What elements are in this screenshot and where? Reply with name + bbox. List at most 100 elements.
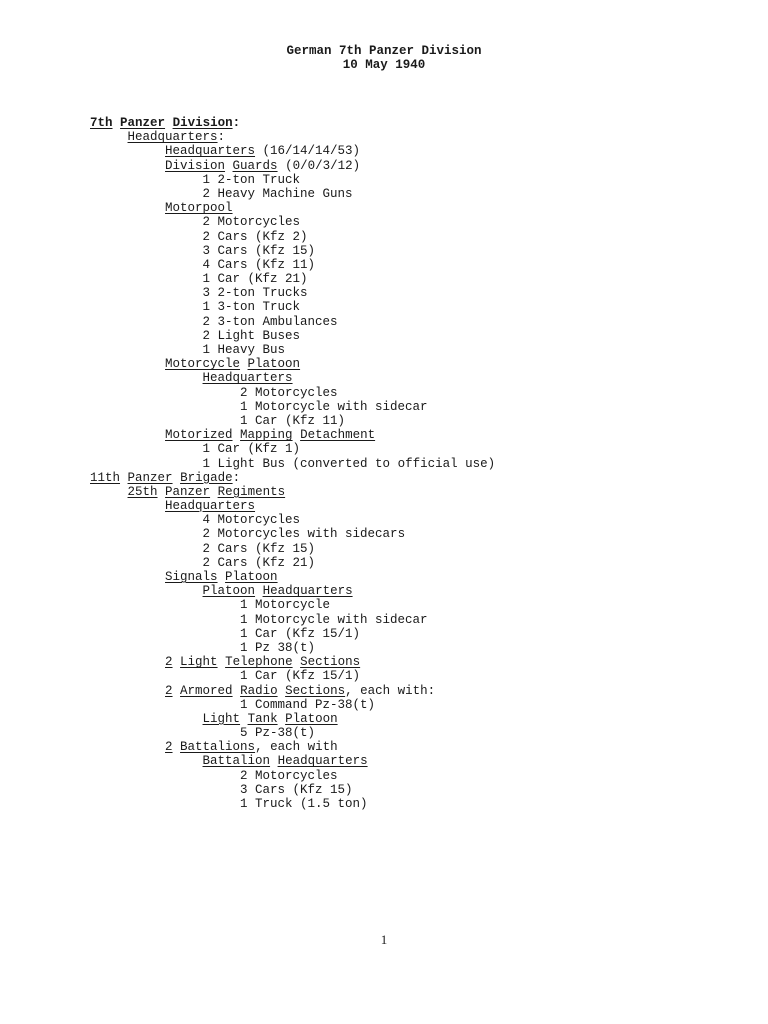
outline-line-level-3: 2 Cars (Kfz 15) [90, 542, 495, 556]
underlined-word: Light [180, 655, 218, 670]
document-title: German 7th Panzer Division [286, 44, 482, 58]
text-segment [225, 159, 233, 173]
text-segment: 3 2-ton Trucks [202, 286, 308, 301]
text-segment: (0/0/3/12) [277, 158, 361, 173]
text-segment [293, 428, 301, 442]
outline-line-level-2: Signals Platoon [90, 570, 495, 584]
text-segment: 2 Motorcycles [240, 385, 338, 400]
underlined-word: Motorcycle [165, 357, 241, 372]
outline-line-level-2: Motorpool [90, 201, 495, 215]
text-segment [293, 655, 301, 669]
outline-line-level-3: 3 2-ton Trucks [90, 286, 495, 300]
outline-line-level-4: 1 Command Pz-38(t) [90, 698, 495, 712]
outline-line-level-2: Headquarters (16/14/14/53) [90, 144, 495, 158]
underlined-word: Battalions [180, 740, 256, 755]
text-segment [165, 116, 173, 130]
underlined-word: Mapping [240, 428, 293, 443]
outline-line-level-4: 1 Motorcycle [90, 598, 495, 612]
outline-line-level-2: Division Guards (0/0/3/12) [90, 159, 495, 173]
text-segment: 2 Cars (Kfz 2) [202, 229, 308, 244]
outline-line-level-0: 11th Panzer Brigade: [90, 471, 495, 485]
outline-line-level-4: 2 Motorcycles [90, 386, 495, 400]
outline-line-level-3: 2 Heavy Machine Guns [90, 187, 495, 201]
text-segment: 2 Heavy Machine Guns [202, 186, 353, 201]
outline-line-level-3: 2 Cars (Kfz 2) [90, 230, 495, 244]
text-segment: 5 Pz-38(t) [240, 726, 316, 741]
underlined-word: Headquarters [277, 754, 368, 769]
text-segment: 1 Car (Kfz 15/1) [240, 669, 361, 684]
underlined-word: Division [165, 158, 226, 173]
text-segment [233, 428, 241, 442]
outline-line-level-3: Light Tank Platoon [90, 712, 495, 726]
underlined-word: 7th [90, 116, 113, 130]
text-segment [173, 684, 181, 698]
underlined-word: 11th [90, 470, 121, 485]
text-segment: 1 Truck (1.5 ton) [240, 797, 368, 811]
text-segment [218, 570, 226, 584]
text-segment: 1 Car (Kfz 15/1) [240, 626, 361, 641]
underlined-word: Headquarters [165, 144, 256, 159]
text-segment: 3 Cars (Kfz 15) [202, 243, 316, 258]
text-segment: 3 Cars (Kfz 15) [240, 782, 353, 797]
text-segment [240, 712, 248, 726]
text-segment: 2 Motorcycles with sidecars [202, 527, 406, 542]
underlined-word: Division [172, 116, 233, 130]
text-segment: 1 Pz 38(t) [240, 640, 316, 655]
text-segment [233, 684, 241, 698]
outline-line-level-4: 2 Motorcycles [90, 769, 495, 783]
text-segment: (16/14/14/53) [255, 144, 361, 159]
text-segment: 2 Motorcycles [202, 215, 301, 230]
text-segment: 1 Car (Kfz 1) [202, 442, 301, 457]
underlined-word: Radio [240, 683, 278, 698]
underlined-word: Panzer [127, 470, 173, 485]
text-segment: 4 Cars (Kfz 11) [202, 257, 316, 272]
outline-line-level-2: Motorized Mapping Detachment [90, 428, 495, 442]
text-segment: 2 Cars (Kfz 21) [202, 555, 316, 570]
outline-line-level-3: 1 Heavy Bus [90, 343, 495, 357]
page-number: 1 [380, 932, 388, 947]
outline-line-level-3: 1 Car (Kfz 21) [90, 272, 495, 286]
order-of-battle-outline: 7th Panzer Division: Headquarters: Headq… [90, 116, 495, 811]
text-segment [218, 655, 226, 669]
outline-line-level-4: 5 Pz-38(t) [90, 726, 495, 740]
text-segment [113, 116, 121, 130]
underlined-word: Headquarters [165, 499, 256, 514]
underlined-word: Sections [285, 683, 346, 698]
text-segment: 1 Motorcycle [240, 598, 331, 613]
outline-line-level-3: 3 Cars (Kfz 15) [90, 244, 495, 258]
underlined-word: Platoon [285, 711, 338, 726]
text-segment: 1 Car (Kfz 21) [202, 272, 308, 287]
outline-line-level-0: 7th Panzer Division: [90, 116, 495, 130]
outline-line-level-3: Headquarters [90, 371, 495, 385]
underlined-word: 25th [127, 484, 158, 499]
underlined-word: Light [202, 711, 241, 726]
text-segment [173, 655, 181, 669]
outline-line-level-3: 1 2-ton Truck [90, 173, 495, 187]
underlined-word: Headquarters [202, 371, 293, 386]
underlined-word: 2 [165, 655, 173, 670]
text-segment: 2 3-ton Ambulances [202, 314, 338, 329]
text-segment [278, 712, 286, 726]
text-segment: 1 Heavy Bus [202, 343, 286, 357]
outline-line-level-4: 1 Car (Kfz 11) [90, 414, 495, 428]
text-segment: 1 2-ton Truck [202, 172, 301, 187]
outline-line-level-1: 25th Panzer Regiments [90, 485, 495, 499]
outline-line-level-2: Motorcycle Platoon [90, 357, 495, 371]
underlined-word: Brigade [180, 470, 233, 485]
outline-line-level-4: 1 Car (Kfz 15/1) [90, 627, 495, 641]
underlined-word: 2 [165, 740, 173, 755]
underlined-word: Armored [180, 683, 233, 698]
outline-line-level-3: 2 Cars (Kfz 21) [90, 556, 495, 570]
outline-line-level-2: 2 Light Telephone Sections [90, 655, 495, 669]
underlined-word: Tank [247, 711, 278, 726]
text-segment: : [217, 130, 226, 145]
underlined-word: Platoon [225, 570, 278, 584]
outline-line-level-4: 1 Motorcycle with sidecar [90, 400, 495, 414]
text-segment: 1 Motorcycle with sidecar [240, 612, 428, 627]
text-segment: : [232, 116, 241, 130]
text-segment: : [232, 470, 241, 485]
outline-line-level-4: 1 Car (Kfz 15/1) [90, 669, 495, 683]
text-segment: 1 Car (Kfz 11) [240, 413, 346, 428]
outline-line-level-3: 4 Cars (Kfz 11) [90, 258, 495, 272]
